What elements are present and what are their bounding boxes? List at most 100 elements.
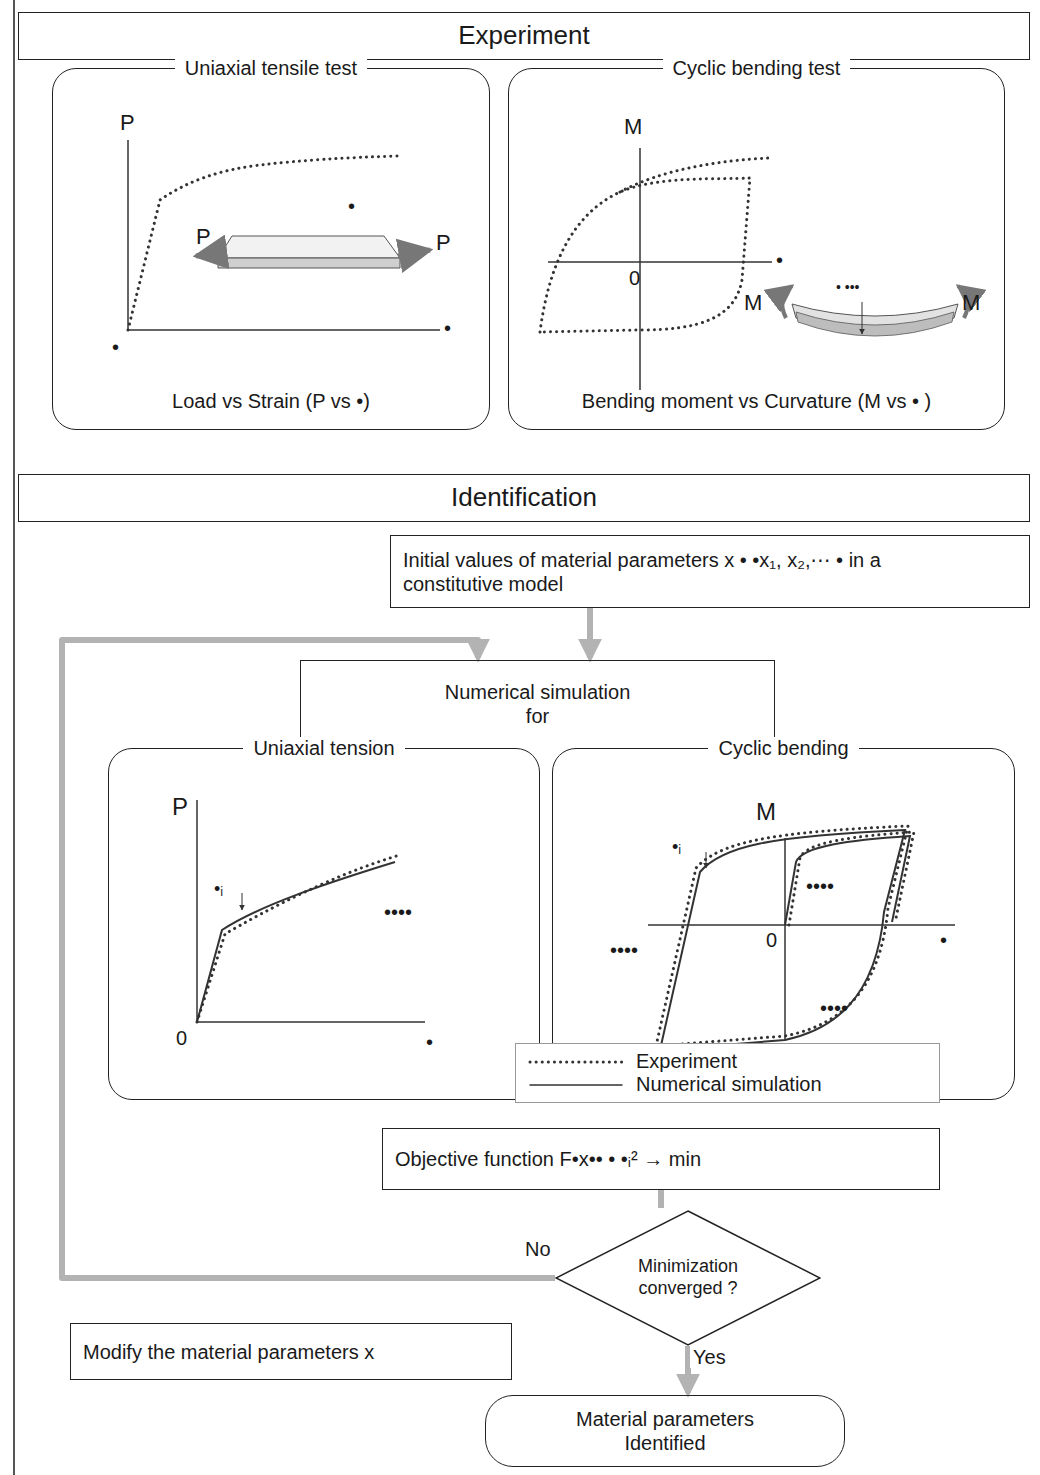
axis-label: 0 [629, 268, 640, 288]
section-header: Experiment [18, 12, 1030, 60]
node-text: Experiment [458, 20, 590, 51]
node-text: Modify the material parameters x [83, 1340, 374, 1364]
experiment-loop [656, 826, 908, 1046]
terminal-box: Material parameters Identified [485, 1395, 845, 1467]
test-panel: Uniaxial tensile testLoad vs Strain (P v… [52, 68, 490, 430]
axis-label: •••• [806, 876, 834, 896]
legend-text: Experiment [636, 1050, 737, 1073]
tension-sim-plot [197, 800, 425, 1022]
axis [128, 329, 440, 331]
process-box: Modify the material parameters x [70, 1323, 512, 1380]
group-bracket: Numerical simulation for [300, 660, 775, 746]
error-arrow [706, 852, 707, 868]
flow-arrow [658, 1190, 664, 1208]
axis [127, 140, 129, 330]
section-header: Identification [18, 474, 1030, 522]
bending-plot [540, 148, 772, 400]
axis-label: • [776, 250, 783, 270]
axis [548, 261, 772, 263]
axis [196, 800, 198, 1022]
axis-label: P [436, 232, 451, 254]
legend-row: Numerical simulation [526, 1073, 929, 1096]
node-text: Minimization converged ? [618, 1256, 758, 1299]
text-block: Material parameters Identified [535, 1407, 795, 1455]
process-box: Objective function F•x•• • •ᵢ² → min [382, 1128, 940, 1190]
axis-label: 0 [176, 1028, 187, 1048]
axis-label: •ᵢ [672, 838, 681, 856]
simulation-loop [785, 836, 910, 925]
simulation-loop [660, 830, 905, 1050]
axis [784, 838, 786, 1040]
load-arrow [196, 252, 226, 256]
bending-specimen [782, 286, 968, 336]
panel-caption: Load vs Strain (P vs •) [162, 390, 380, 412]
axis-label: •••• [384, 902, 412, 922]
axis-label: P [196, 226, 211, 248]
legend-row: Experiment [526, 1050, 929, 1073]
moment-arrow [782, 286, 792, 318]
experiment-loop [620, 158, 770, 192]
curvature-arrow [862, 302, 863, 334]
text-block: Experiment [458, 20, 590, 51]
panel-title: Uniaxial tension [243, 737, 404, 759]
bent-plate-side [796, 312, 954, 336]
legend-sample [526, 1055, 626, 1069]
axis-label: •ᵢ [214, 880, 223, 898]
axis [648, 924, 955, 926]
bending-sim-plot [648, 826, 955, 1050]
axis-label: M [962, 292, 980, 314]
node-text: Numerical simulation for [433, 680, 643, 728]
axis-label: • [444, 318, 451, 338]
axis-label: M [744, 292, 762, 314]
panel-title: Cyclic bending test [663, 57, 851, 79]
text-block: Initial values of material parameters x … [403, 548, 963, 596]
plate-top [218, 236, 400, 258]
decision-diamond: Minimization converged ? [555, 1210, 821, 1346]
node-text: Initial values of material parameters x … [403, 548, 963, 596]
axis-label: • ••• [836, 280, 860, 294]
node-text: Material parameters Identified [535, 1407, 795, 1455]
text-block: Identification [451, 482, 597, 513]
axis-label: •••• [610, 940, 638, 960]
text-block: Objective function F•x•• • •ᵢ² → min [395, 1147, 701, 1171]
panel-caption: Bending moment vs Curvature (M vs • ) [572, 390, 941, 412]
solid-sample [530, 1084, 622, 1086]
flow-arrow [587, 608, 593, 658]
panel-title: Cyclic bending [708, 737, 858, 759]
process-box: Initial values of material parameters x … [390, 535, 1030, 608]
edge-label: No [522, 1238, 554, 1260]
text-block: Modify the material parameters x [83, 1340, 374, 1364]
test-panel: Cyclic bending testBending moment vs Cur… [508, 68, 1005, 430]
node-text: Identification [451, 482, 597, 513]
experiment-loop [789, 832, 914, 925]
load-arrow [398, 250, 430, 256]
axis-label: • [112, 337, 119, 357]
legend-text: Numerical simulation [636, 1073, 822, 1096]
axis-label: P [172, 795, 188, 819]
axis-label: • [426, 1032, 433, 1052]
error-arrow [242, 893, 243, 910]
axis-label: M [756, 800, 776, 824]
experiment-curve [197, 855, 400, 1022]
axis-label: •••• [820, 998, 848, 1018]
node-text: Objective function F•x•• • •ᵢ² → min [395, 1147, 701, 1171]
page-rule [13, 0, 15, 1475]
legend-box: ExperimentNumerical simulation [515, 1043, 940, 1103]
tensile-plot [128, 140, 440, 330]
axis-label: • [348, 196, 355, 216]
tensile-specimen [196, 236, 430, 268]
text-block: Minimization converged ? [618, 1256, 758, 1299]
experiment-curve [128, 156, 400, 330]
axis [197, 1021, 425, 1023]
diamond-shape [556, 1211, 820, 1345]
experiment-loop [540, 178, 750, 332]
legend-sample [526, 1078, 626, 1092]
axis-label: 0 [766, 930, 777, 950]
simulation-curve [197, 862, 395, 1022]
panel-title: Uniaxial tensile test [175, 57, 367, 79]
edge-label: Yes [690, 1346, 729, 1368]
axis-label: • [940, 930, 947, 950]
